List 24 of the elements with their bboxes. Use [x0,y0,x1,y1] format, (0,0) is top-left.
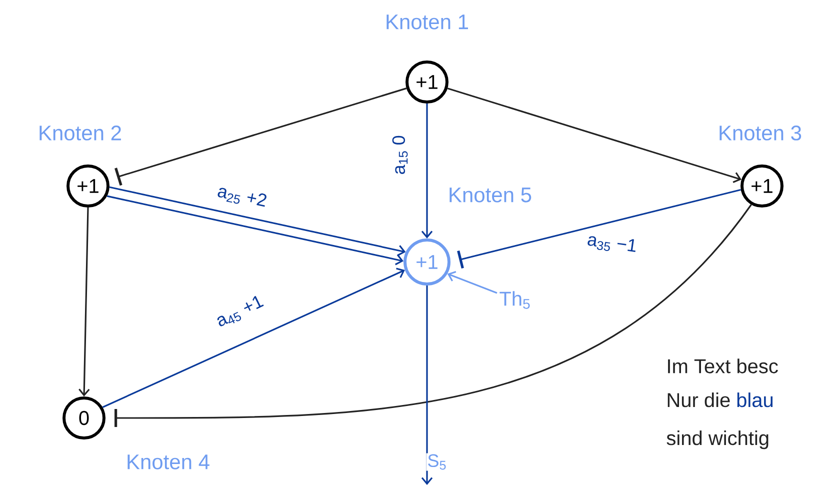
arrow [102,268,405,408]
edge-label: a$_{15}$ 0 [391,134,409,176]
arrow [447,88,742,183]
arrow [421,104,433,238]
note-text: sind wichtig [666,430,768,450]
node-caption: Knoten 1 [386,14,468,30]
note-text: Im Text besc [668,358,778,374]
node-caption: Knoten 5 [450,188,532,202]
arrow [447,270,498,294]
input-label: Th$_{5}$ [500,291,530,309]
arrow [109,186,406,256]
note-text: blau [737,392,773,408]
node-caption: Knoten 4 [128,454,210,470]
node-caption: Knoten 2 [40,126,121,140]
edge-label: a$_{35}$ −1 [585,232,639,256]
edge-label: a$_{25}$ +2 [214,183,270,211]
note-text: Nur die [668,392,730,408]
arrow [106,195,404,266]
inhibition-line [114,204,752,427]
edge-label: S$_{5}$ [426,453,448,471]
node-caption: Knoten 3 [720,126,802,140]
arrow [421,286,433,485]
edge-label: a$_{45}$ +1 [212,292,268,332]
arrow [78,207,90,396]
